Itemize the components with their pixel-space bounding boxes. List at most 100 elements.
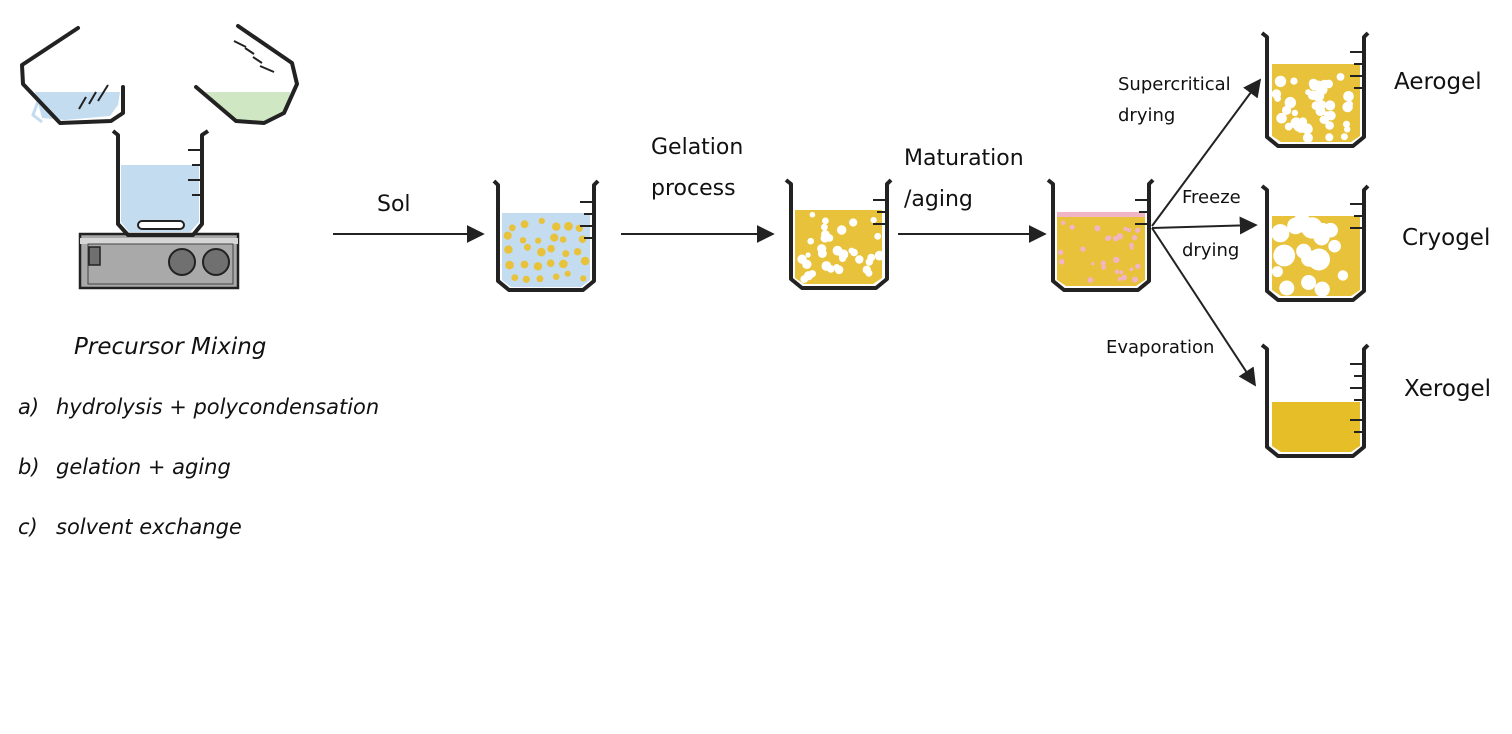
gel-pore: [865, 258, 873, 266]
gel-pore: [827, 265, 835, 273]
label-supercritical-line1: Supercritical: [1118, 74, 1231, 95]
sol-particle: [564, 270, 571, 277]
sol-particle: [505, 260, 514, 270]
precursor-mixing-caption: Precursor Mixing: [74, 334, 267, 360]
list-item: b)gelation + aging: [18, 454, 379, 514]
hotplate-knob-left: [168, 248, 196, 276]
stir-bar-icon: [137, 220, 185, 230]
tilted-beaker-right-icon: [194, 24, 299, 125]
cryogel-network: [1271, 213, 1349, 297]
aerogel-pore: [1302, 132, 1313, 143]
gel-pore: [807, 237, 814, 245]
list-item: a) hydrolysis + polycondensation: [18, 394, 379, 454]
aerogel-pore: [1274, 75, 1287, 88]
aged-gel-pore: [1129, 246, 1134, 250]
aged-gel-pore: [1113, 256, 1120, 264]
hotplate-panel: [87, 243, 234, 285]
sol-particle: [520, 260, 529, 269]
mixing-beaker-icon: [111, 129, 210, 237]
aerogel-network: [1271, 73, 1354, 143]
sol-particles: [503, 217, 590, 283]
sol-particle: [537, 247, 546, 257]
aerogel-pore: [1319, 79, 1329, 89]
aged-gel-pore: [1094, 225, 1101, 232]
cryogel-pore: [1323, 222, 1338, 238]
aerogel-pore: [1271, 89, 1282, 99]
gel-pore: [855, 255, 864, 264]
label-cryogel: Cryogel: [1402, 225, 1491, 251]
xerogel-solid: [1272, 402, 1360, 452]
aerogel-pore: [1342, 101, 1353, 113]
list-item-text: hydrolysis + polycondensation: [56, 395, 380, 419]
sol-beaker-icon: [492, 179, 600, 292]
sol-particle: [550, 233, 559, 242]
sol-particle: [573, 248, 582, 256]
process-steps-list: a) hydrolysis + polycondensation b)gelati…: [18, 394, 379, 574]
gel-pore: [849, 218, 858, 227]
sol-particle: [522, 275, 530, 283]
aerogel-pore: [1307, 90, 1318, 101]
aerogel-pore: [1311, 101, 1321, 111]
gel-beaker-icon: [784, 178, 893, 290]
sol-particle: [580, 275, 587, 282]
gel-pore: [838, 249, 849, 260]
label-xerogel: Xerogel: [1404, 376, 1492, 402]
aerogel-pore: [1291, 109, 1299, 117]
aged-gel-pore: [1127, 228, 1132, 233]
sol-particle: [547, 244, 555, 253]
gel-pore: [800, 275, 809, 283]
label-gelation-line2: process: [651, 176, 736, 201]
aerogel-pore: [1284, 122, 1293, 131]
aerogel-pore: [1325, 100, 1336, 111]
aerogel-pore: [1336, 73, 1345, 81]
gel-pore: [809, 211, 816, 218]
cryogel-pore: [1271, 266, 1283, 278]
sol-particle: [508, 224, 516, 232]
aerogel-beaker-icon: [1260, 31, 1370, 148]
stirring-hotplate-icon: [78, 232, 240, 290]
label-maturation-line1: Maturation: [904, 146, 1024, 171]
sol-particle: [552, 222, 561, 231]
cryogel-pore: [1301, 275, 1317, 290]
aged-gel-network: [1057, 220, 1141, 283]
arrow-evaporation: [1151, 227, 1256, 387]
aerogel-pore: [1325, 133, 1334, 142]
sol-particle: [578, 235, 587, 243]
cryogel-pore: [1279, 280, 1295, 296]
sol-particle: [504, 245, 513, 254]
arrow-freeze-drying: [1151, 216, 1258, 235]
aged-gel-pore: [1121, 274, 1128, 281]
sol-particle: [519, 237, 527, 244]
aged-gel-pore: [1106, 235, 1112, 241]
aerogel-pore: [1308, 78, 1319, 89]
aged-gel-beaker-icon: [1046, 178, 1155, 292]
list-item-letter: a): [18, 395, 40, 419]
aged-gel-pore: [1069, 224, 1075, 230]
gel-pore: [848, 247, 855, 254]
sol-particle: [559, 259, 568, 269]
aged-gel-pore: [1135, 227, 1141, 233]
aerogel-pore: [1343, 120, 1350, 128]
aged-gel-pore: [1129, 242, 1134, 248]
gel-pore: [822, 217, 829, 225]
aerogel-pore: [1276, 112, 1287, 124]
aerogel-pore: [1290, 77, 1298, 85]
gel-pore: [797, 254, 807, 264]
aged-gel-pore: [1129, 267, 1134, 272]
sol-particle: [503, 231, 512, 240]
gel-pore: [837, 225, 847, 235]
sol-particle: [523, 243, 531, 251]
sol-particle: [559, 236, 567, 243]
sol-particle: [564, 221, 573, 231]
cryogel-pore: [1296, 243, 1312, 259]
label-gelation-line1: Gelation: [651, 135, 744, 160]
sol-particle: [538, 217, 545, 224]
cryogel-pore: [1293, 219, 1307, 233]
aerogel-pore: [1284, 96, 1297, 109]
gel-network: [797, 211, 885, 283]
sol-particle: [535, 237, 542, 244]
cryogel-pore: [1273, 244, 1296, 267]
tilted-beaker-left-icon: [20, 26, 125, 125]
cryogel-beaker-icon: [1260, 184, 1370, 302]
